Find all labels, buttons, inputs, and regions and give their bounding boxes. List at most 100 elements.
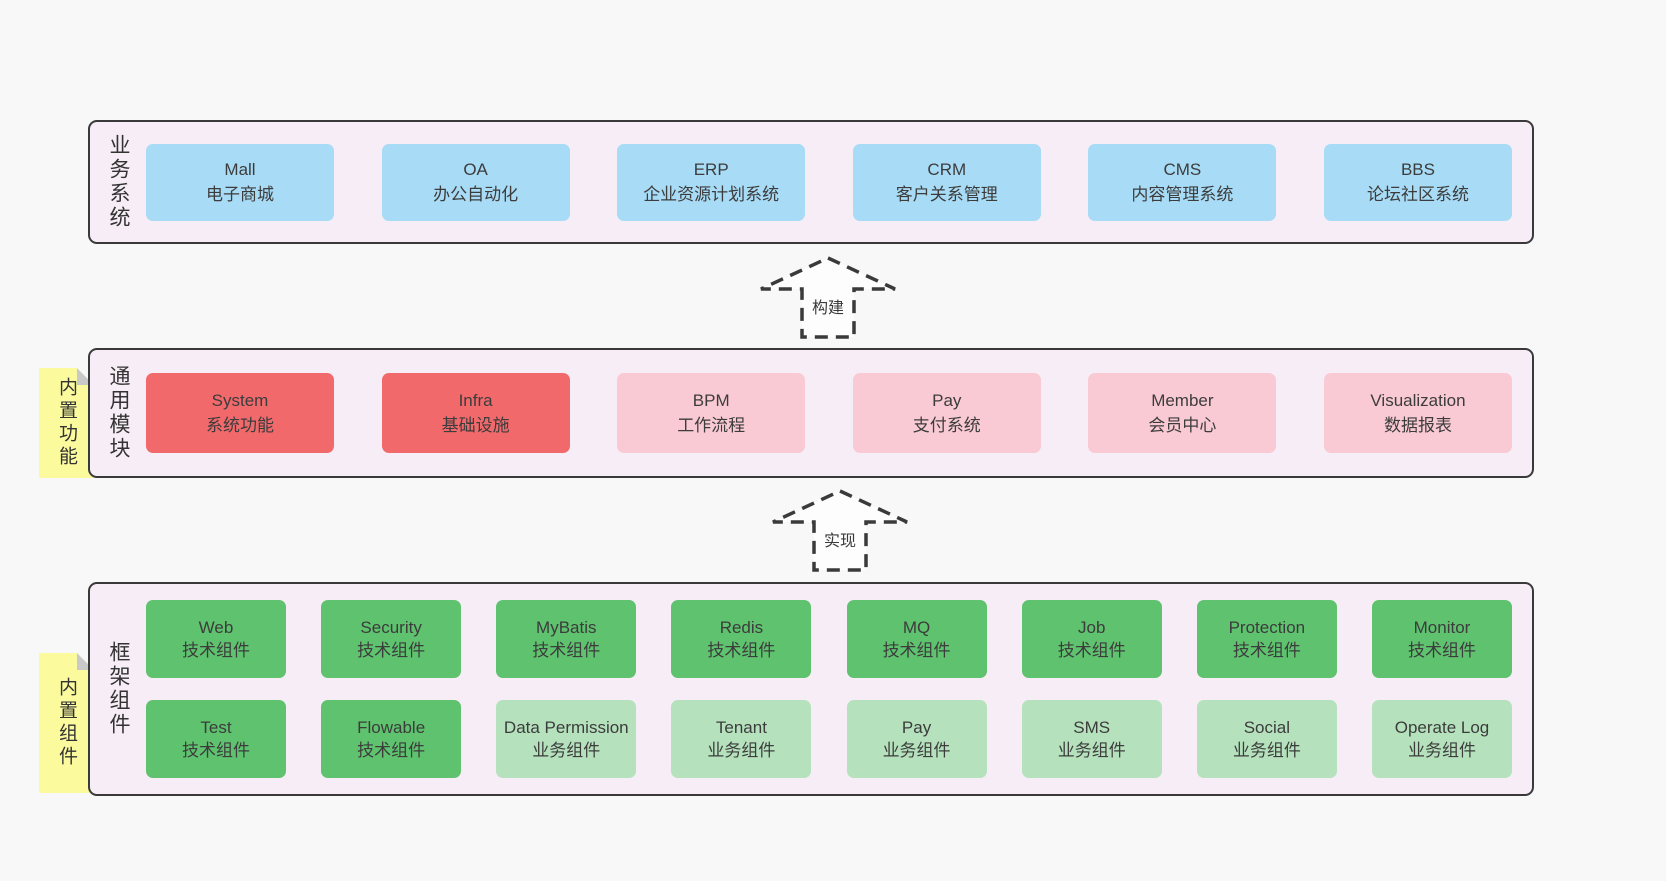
- module-box-name: MyBatis: [536, 618, 597, 637]
- layer-common-modules: 通用模块 System 系统功能 Infra 基础设施 BPM 工作流程 Pay 支付系统 Me…: [88, 348, 1534, 478]
- module-box-subtitle: 技术组件: [182, 741, 250, 760]
- module-box-name: Visualization: [1370, 391, 1466, 410]
- module-box-name: Monitor: [1413, 618, 1471, 637]
- module-box: Security 技术组件: [321, 600, 462, 678]
- module-box: Data Permission 业务组件: [496, 700, 637, 778]
- module-box-name: Infra: [458, 391, 493, 410]
- module-box-subtitle: 业务组件: [532, 741, 601, 760]
- module-box-name: Mall: [224, 160, 256, 179]
- module-box: Tenant 业务组件: [671, 700, 812, 778]
- module-box-name: Web: [198, 618, 234, 637]
- module-box-subtitle: 业务组件: [1057, 741, 1126, 760]
- module-box-subtitle: 技术组件: [1057, 641, 1126, 660]
- sticky-note-label: 内置功能: [56, 377, 77, 469]
- module-box-name: CMS: [1163, 160, 1202, 179]
- module-box-subtitle: 会员中心: [1148, 416, 1217, 435]
- sticky-note-built-in-features: 内置功能: [39, 368, 94, 478]
- module-box-subtitle: 工作流程: [677, 416, 746, 435]
- module-box-subtitle: 客户关系管理: [895, 185, 998, 204]
- module-box-subtitle: 业务组件: [1232, 741, 1301, 760]
- module-box-name: MQ: [902, 618, 931, 637]
- module-box-name: Job: [1077, 618, 1106, 637]
- arrow-label: 实现: [820, 526, 860, 552]
- module-box-subtitle: 基础设施: [441, 416, 510, 435]
- module-box: ERP 企业资源计划系统: [617, 143, 806, 221]
- module-box-name: Pay: [901, 718, 932, 737]
- module-box-name: ERP: [693, 160, 729, 179]
- module-box-subtitle: 业务组件: [707, 741, 776, 760]
- module-box: CRM 客户关系管理: [852, 143, 1041, 221]
- layer-title: 框架组件: [107, 641, 130, 737]
- layer-content: System 系统功能 Infra 基础设施 BPM 工作流程 Pay 支付系统 Member 会…: [146, 350, 1532, 476]
- arrow-label: 构建: [808, 293, 848, 319]
- module-box-name: Protection: [1228, 618, 1306, 637]
- module-box-name: BPM: [692, 391, 730, 410]
- box-row: System 系统功能 Infra 基础设施 BPM 工作流程 Pay 支付系统 Member 会…: [146, 373, 1512, 453]
- module-box: Member 会员中心: [1088, 373, 1277, 453]
- sticky-note-label: 内置组件: [56, 677, 77, 769]
- module-box: Job 技术组件: [1021, 600, 1162, 678]
- module-box-subtitle: 技术组件: [1232, 641, 1301, 660]
- module-box-subtitle: 技术组件: [882, 641, 951, 660]
- module-box-name: SMS: [1073, 718, 1111, 737]
- module-box: Pay 业务组件: [846, 700, 987, 778]
- module-box-subtitle: 技术组件: [357, 741, 426, 760]
- module-box-subtitle: 技术组件: [532, 641, 601, 660]
- module-box-name: Security: [360, 618, 422, 637]
- module-box: Social 业务组件: [1196, 700, 1337, 778]
- module-box-subtitle: 办公自动化: [433, 185, 519, 204]
- module-box-subtitle: 支付系统: [912, 416, 981, 435]
- module-box: Test 技术组件: [146, 700, 286, 778]
- dashed-up-arrow-implement: 实现: [770, 488, 910, 574]
- module-box-name: Pay: [932, 391, 962, 410]
- module-box: System 系统功能: [146, 373, 334, 453]
- module-box: MyBatis 技术组件: [496, 600, 637, 678]
- module-box-subtitle: 业务组件: [882, 741, 951, 760]
- module-box-name: BBS: [1400, 160, 1435, 179]
- module-box: Visualization 数据报表: [1323, 373, 1512, 453]
- module-box: Mall 电子商城: [146, 143, 334, 221]
- module-box-name: Data Permission: [503, 718, 629, 737]
- module-box-name: System: [211, 391, 269, 410]
- module-box-name: Flowable: [357, 718, 426, 737]
- module-box-name: Member: [1151, 391, 1214, 410]
- layer-title: 业务系统: [107, 134, 130, 230]
- module-box-name: CRM: [927, 160, 967, 179]
- module-box-name: Operate Log: [1394, 718, 1490, 737]
- module-box: Operate Log 业务组件: [1371, 700, 1512, 778]
- module-box-subtitle: 电子商城: [206, 185, 274, 204]
- module-box: Redis 技术组件: [671, 600, 812, 678]
- module-box: Flowable 技术组件: [321, 700, 462, 778]
- module-box: SMS 业务组件: [1021, 700, 1162, 778]
- module-box-subtitle: 系统功能: [206, 416, 274, 435]
- module-box-subtitle: 内容管理系统: [1131, 185, 1234, 204]
- module-box-subtitle: 论坛社区系统: [1366, 185, 1469, 204]
- module-box: MQ 技术组件: [846, 600, 987, 678]
- module-box-subtitle: 企业资源计划系统: [643, 185, 780, 204]
- module-box-subtitle: 技术组件: [357, 641, 426, 660]
- module-box-name: Tenant: [715, 718, 767, 737]
- layer-title: 通用模块: [107, 365, 130, 461]
- module-box: Infra 基础设施: [381, 373, 570, 453]
- module-box: Protection 技术组件: [1196, 600, 1337, 678]
- module-box-subtitle: 技术组件: [707, 641, 776, 660]
- module-box-subtitle: 数据报表: [1383, 416, 1452, 435]
- module-box-name: Social: [1243, 718, 1290, 737]
- module-box-name: Redis: [719, 618, 764, 637]
- sticky-note-built-in-components: 内置组件: [39, 653, 94, 793]
- module-box-subtitle: 业务组件: [1407, 741, 1476, 760]
- module-box: BBS 论坛社区系统: [1323, 143, 1512, 221]
- module-box: Pay 支付系统: [852, 373, 1041, 453]
- module-box-name: Test: [200, 718, 232, 737]
